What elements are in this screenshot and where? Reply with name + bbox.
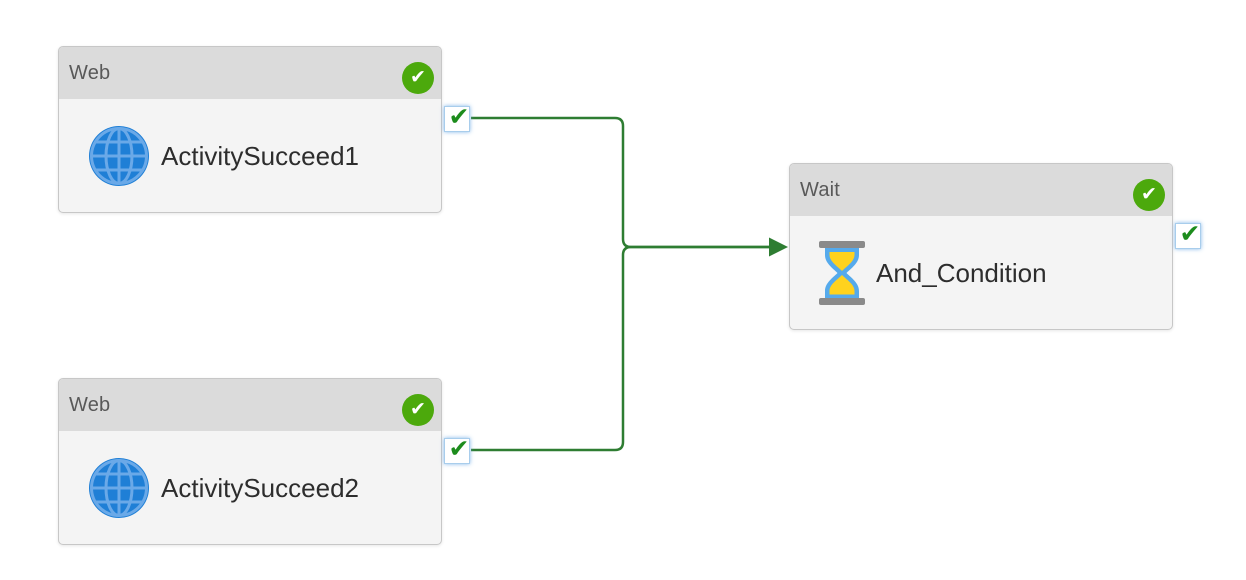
node-body: ActivitySucceed1 xyxy=(59,99,441,213)
edge-on-success-1[interactable] xyxy=(471,116,769,249)
check-icon: ✔ xyxy=(448,434,470,463)
node-header: Wait ✔ xyxy=(790,164,1172,216)
node-body: ActivitySucceed2 xyxy=(59,431,441,545)
activity-name: ActivitySucceed2 xyxy=(161,472,359,503)
node-header: Web ✔ xyxy=(59,379,441,431)
check-icon: ✔ xyxy=(410,66,426,88)
check-icon: ✔ xyxy=(410,398,426,420)
node-header: Web ✔ xyxy=(59,47,441,99)
success-status-badge: ✔ xyxy=(402,394,434,426)
activity-type-label: Wait xyxy=(800,178,841,201)
globe-icon xyxy=(87,456,151,520)
check-icon: ✔ xyxy=(1179,219,1201,248)
activity-node-wait[interactable]: Wait ✔ And_Condition ✔ xyxy=(789,163,1201,330)
node-body: And_Condition xyxy=(790,216,1172,330)
edge-arrowhead-icon xyxy=(769,237,788,257)
activity-node-web-2[interactable]: Web ✔ ActivitySucce xyxy=(58,378,470,545)
edge-on-success-2[interactable] xyxy=(471,245,769,452)
success-output-connector[interactable]: ✔ xyxy=(444,434,470,464)
activity-node-web-1[interactable]: Web ✔ ActivitySucce xyxy=(58,46,470,213)
success-status-badge: ✔ xyxy=(402,62,434,94)
activity-type-label: Web xyxy=(69,61,111,84)
activity-name: ActivitySucceed1 xyxy=(161,140,359,171)
check-icon: ✔ xyxy=(1141,183,1157,205)
activity-type-label: Web xyxy=(69,393,111,416)
hourglass-icon xyxy=(818,241,866,305)
check-icon: ✔ xyxy=(448,102,470,131)
globe-icon xyxy=(87,124,151,188)
success-status-badge: ✔ xyxy=(1133,179,1165,211)
success-output-connector[interactable]: ✔ xyxy=(1175,219,1201,249)
activity-name: And_Condition xyxy=(876,257,1047,288)
success-output-connector[interactable]: ✔ xyxy=(444,102,470,132)
